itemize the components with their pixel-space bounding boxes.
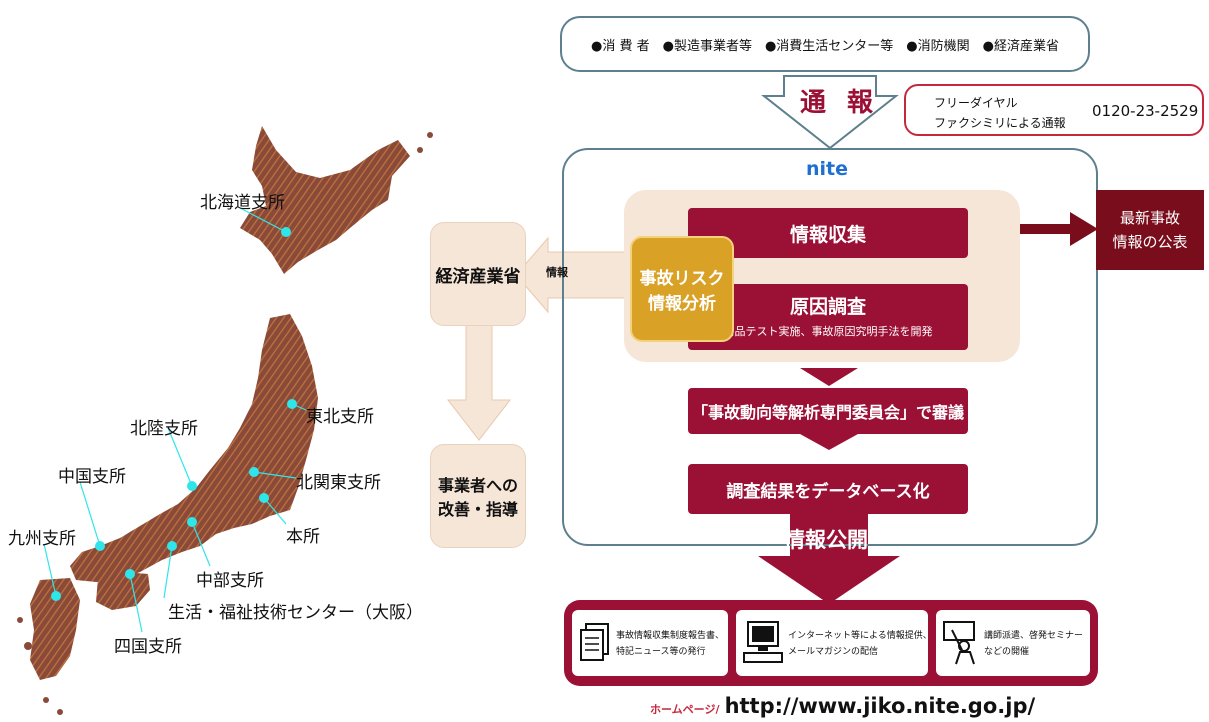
office-dots [51,227,297,601]
honshu-shape [70,314,318,582]
risk-line1: 事故リスク [639,269,725,289]
document-icon [580,623,609,661]
sources-text: ●消 費 者 ●製造事業者等 ●消費生活センター等 ●消防機関 ●経済産業省 [591,38,1059,54]
nite-label: nite [806,158,849,180]
cause-title: 原因調査 [789,296,866,318]
latest-line2: 情報の公表 [1112,233,1188,251]
nite-frame [562,148,1098,546]
output-seminar-line2: などの開催 [984,647,1030,657]
committee-label: 「事故動向等解析専門委員会」で審議 [691,403,964,422]
publish-label: 情報公開 [784,528,868,552]
cause-box: 原因調査 商品テスト実施、事故原因究明手法を開発 [688,284,968,350]
meti-label: 経済産業省 [435,266,521,287]
office-label-tohoku: 東北支所 [306,407,374,427]
kyushu-shape [30,578,80,680]
office-label-chubu: 中部支所 [196,571,264,591]
latest-arrow [1070,212,1098,246]
output-card-seminar: 講師派遣、啓発セミナー などの開催 [936,610,1090,676]
meti-box: 経済産業省 [430,222,526,326]
publish-arrow [758,514,900,604]
homepage-line: ホームページ/ http://www.jiko.nite.go.jp/ [650,694,1035,718]
report-label: 通 報 [800,88,880,118]
freedial-line2: ファクシミリによる通報 [934,116,1066,130]
homepage-label: ホームページ/ [650,703,720,716]
info-label: 情報 [546,266,568,279]
output-internet-line2: メールマガジンの配信 [788,647,879,657]
office-label-shikoku: 四国支所 [114,637,182,657]
meti-down-arrow [446,319,512,441]
improve-line2: 改善・指導 [437,500,518,519]
office-label-hokuriku: 北陸支所 [130,419,198,439]
collect-box: 情報収集 [688,208,968,258]
latest-box: 最新事故 情報の公表 [1096,190,1204,270]
freedial-line1: フリーダイヤル [934,96,1018,110]
office-label-chugoku: 中国支所 [58,467,126,487]
output-card-internet: インターネット等による情報提供、 メールマガジンの配信 [736,610,932,676]
output-seminar-line1: 講師派遣、啓発セミナー [984,631,1084,641]
office-label-kitakanto: 北関東支所 [296,473,381,493]
hokkaido-shape [240,126,410,274]
risk-line2: 情報分析 [648,294,716,314]
output-card-publications: 事故情報収集制度報告書、 特記ニュース等の発行 [572,610,728,676]
shikoku-shape [96,572,150,610]
collect-label: 情報収集 [789,223,866,246]
office-label-osaka: 生活・福祉技術センター（大阪） [168,603,423,623]
japan-map [17,126,433,715]
office-label-hokkaido: 北海道支所 [200,193,285,213]
improve-box: 事業者への 改善・指導 [430,444,526,548]
office-label-kyushu: 九州支所 [8,529,76,549]
lecturer-icon [943,621,975,665]
homepage-url[interactable]: http://www.jiko.nite.go.jp/ [724,694,1036,718]
risk-analysis-box: 事故リスク 情報分析 [630,236,734,342]
freedial-number: 0120-23-2529 [1092,102,1199,120]
committee-box: 「事故動向等解析専門委員会」で審議 [688,388,968,434]
latest-line1: 最新事故 [1119,209,1180,227]
office-label-honsho: 本所 [286,527,320,547]
output-internet-line1: インターネット等による情報提供、 [788,631,932,641]
improve-line1: 事業者への [437,476,518,495]
freedial-box: フリーダイヤル ファクシミリによる通報 0120-23-2529 [904,84,1204,136]
report-arrow [761,75,899,150]
sources-box: ●消 費 者 ●製造事業者等 ●消費生活センター等 ●消防機関 ●経済産業省 [560,16,1090,72]
database-box: 調査結果をデータベース化 [688,464,968,514]
computer-icon [743,621,783,663]
output-publications-line1: 事故情報収集制度報告書、 [616,631,725,641]
cause-sub: 商品テスト実施、事故原因究明手法を開発 [723,325,933,338]
output-publications-line2: 特記ニュース等の発行 [616,647,706,657]
database-label: 調査結果をデータベース化 [726,481,930,502]
